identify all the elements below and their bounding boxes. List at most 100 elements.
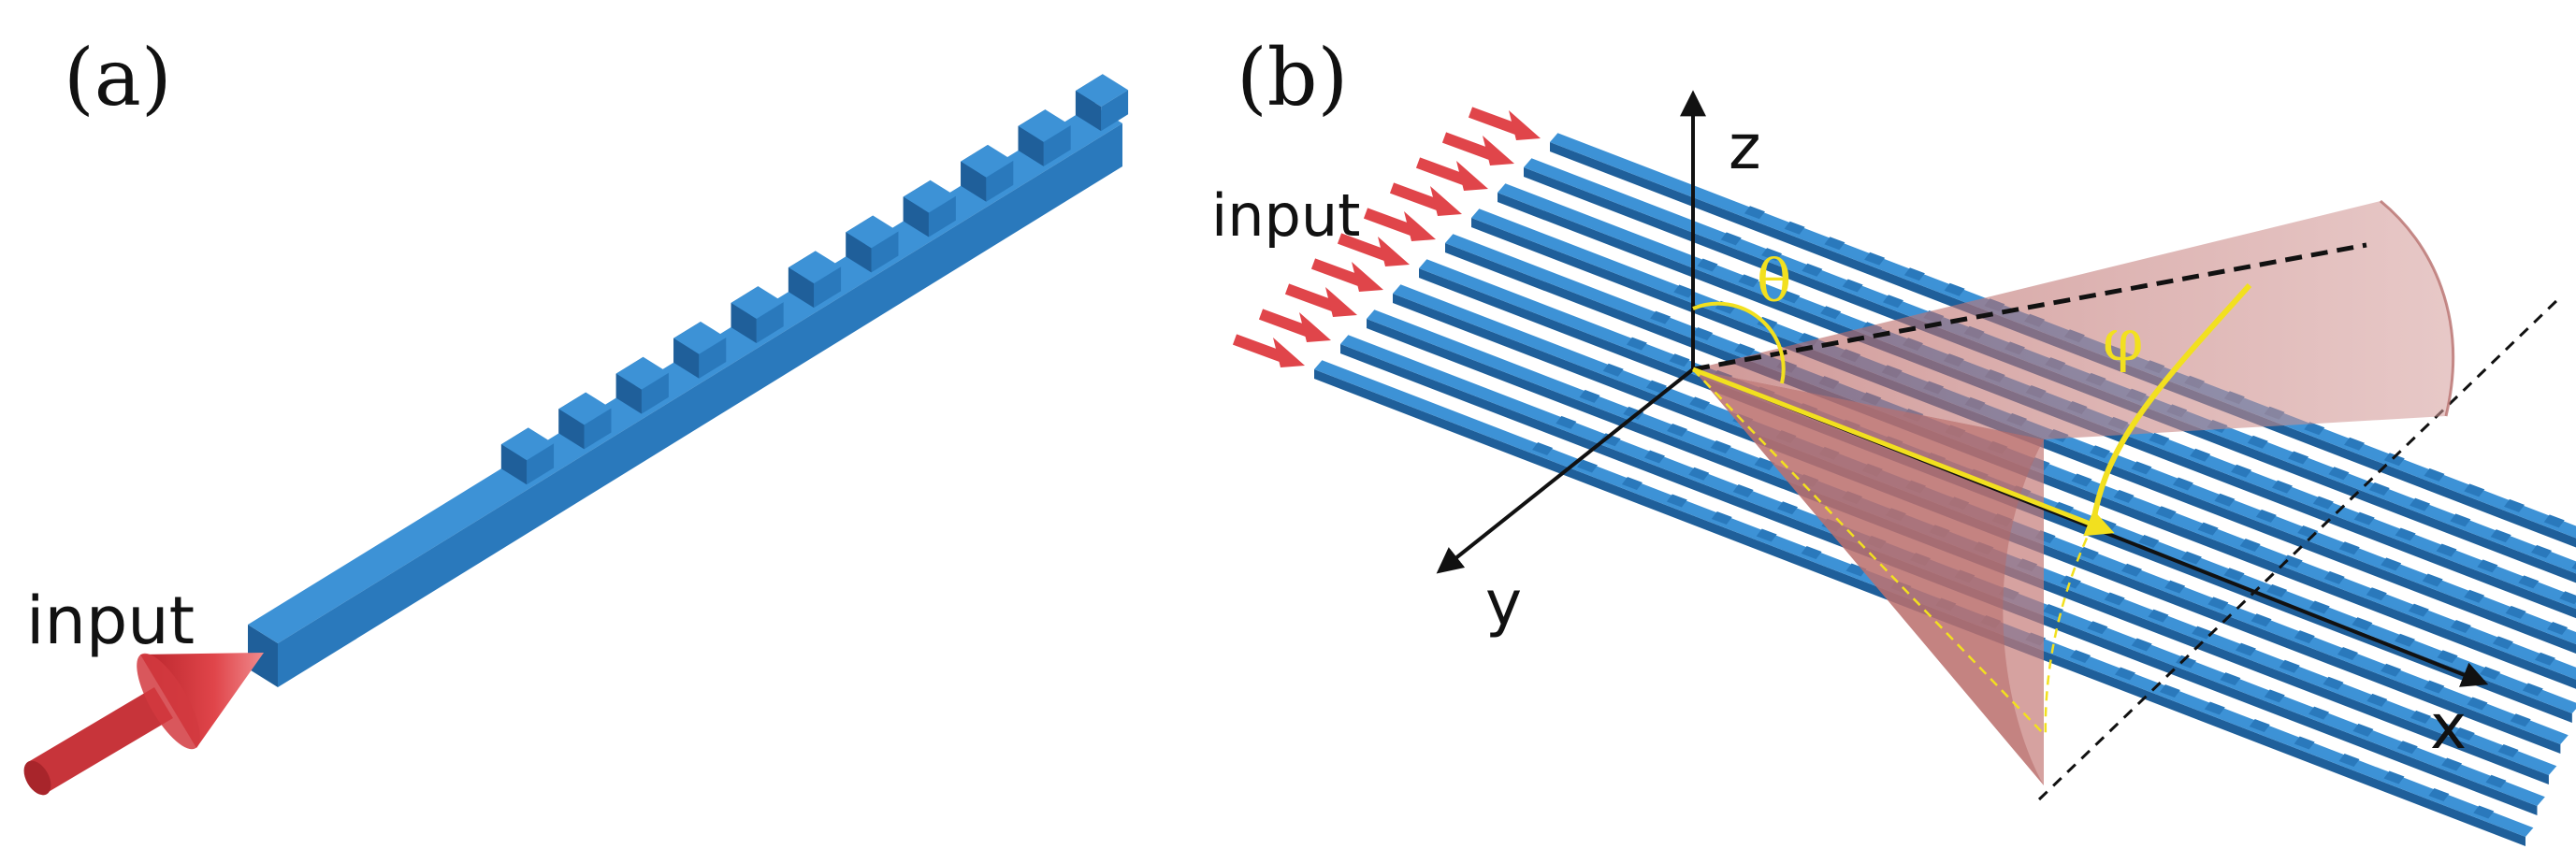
array-grating-tooth (2281, 554, 2303, 568)
array-grating-tooth (1824, 237, 1845, 251)
array-grating-tooth (2192, 626, 2213, 640)
array-grating-tooth (2505, 605, 2526, 619)
grating-tooth-front (871, 231, 899, 273)
phi-label: φ (2103, 306, 2143, 374)
array-grating-tooth (2207, 597, 2229, 611)
array-grating-tooth (2231, 464, 2252, 478)
input-arrows (1232, 107, 1541, 367)
array-grating-tooth (1579, 389, 1600, 403)
panel-b: (b) input z y x (1211, 32, 2576, 846)
array-grating-tooth (2543, 514, 2565, 528)
grating-tooth-front (527, 443, 555, 485)
array-grating-tooth (1845, 563, 1867, 577)
array-grating-tooth (1864, 252, 1886, 266)
grating-tooth-end (788, 267, 815, 309)
array-grating-tooth (2120, 563, 2142, 577)
angle-annotations: θ φ (1692, 247, 2252, 740)
array-grating-tooth (2304, 422, 2325, 436)
grating-tooth-top (961, 144, 1014, 178)
guide-line-right (2037, 297, 2560, 801)
single-waveguide (248, 74, 1129, 687)
grating-tooth-top (788, 251, 842, 284)
beam-direction-line (1692, 242, 2367, 372)
projection-arrow (1692, 367, 2115, 537)
array-grating-tooth (1697, 258, 1718, 272)
array-grating-tooth (2308, 600, 2330, 614)
array-grating-tooth (2352, 617, 2373, 631)
grating-tooth-top (1075, 74, 1129, 108)
phi-arc (2091, 282, 2252, 525)
array-grating-tooth (1944, 282, 1965, 296)
array-grating-tooth (2204, 701, 2225, 715)
array-grating-tooth (2410, 710, 2432, 724)
array-grating-tooth (2312, 496, 2334, 510)
array-grating-tooth (1801, 546, 1822, 559)
array-grating-tooth (2383, 770, 2405, 784)
array-grating-tooth (2131, 638, 2152, 652)
array-grating-tooth (2547, 622, 2569, 636)
array-grating-tooth (2104, 592, 2125, 606)
array-grating-tooth (2328, 467, 2350, 481)
array-grating-tooth (2197, 522, 2219, 536)
array-grating-tooth (2473, 805, 2495, 819)
grating-tooth-end (903, 196, 929, 237)
grating-tooth-end (1075, 91, 1102, 132)
array-grating-tooth (2266, 583, 2288, 597)
array-grating-tooth (1599, 433, 1621, 447)
array-grating-tooth (2148, 609, 2169, 623)
array-grating-tooth (2424, 680, 2445, 694)
array-grating-tooth (1711, 511, 1732, 525)
array-grating-tooth (2323, 676, 2344, 690)
red-arrow-icon (23, 653, 264, 796)
array-grating-tooth (1820, 306, 1842, 320)
array-grating-tooth (2352, 723, 2374, 737)
array-grating-tooth (1842, 279, 1863, 293)
array-grating-tooth (2395, 527, 2416, 541)
array-grating-tooth (2467, 697, 2488, 711)
input-label-b: input (1211, 181, 1360, 250)
array-grating-tooth (2366, 693, 2388, 707)
array-grating-tooth (2308, 706, 2330, 720)
red-arrow-icon (1325, 287, 1357, 317)
grating-tooth-top (558, 392, 612, 425)
y-axis (1436, 367, 1695, 574)
array-grating-tooth (2176, 655, 2197, 669)
array-grating-tooth (1720, 232, 1742, 246)
array-grating-tooth (1643, 450, 1665, 464)
array-grating-tooth (2338, 541, 2360, 555)
array-grating-tooth (2410, 497, 2431, 511)
array-grating-tooth (2510, 713, 2531, 727)
array-grating-tooth (1688, 467, 1710, 481)
array-grating-tooth (1602, 363, 1624, 377)
grating-tooth-top (1018, 109, 1071, 142)
grating-tooth-top (731, 286, 784, 319)
red-arrow-icon (1483, 136, 1514, 165)
grating-tooth-top (846, 215, 899, 249)
panel-a: (a) input (23, 32, 1129, 796)
array-grating-tooth (2422, 573, 2443, 587)
waveguide-end-face (248, 625, 278, 687)
array-grating-tooth (2383, 453, 2405, 467)
array-grating-tooth (1692, 326, 1714, 340)
grating-tooth-front (699, 337, 727, 379)
grating-tooth-front (641, 372, 669, 414)
array-grating-tooth (2155, 506, 2177, 520)
waveguide-side-face (278, 123, 1122, 687)
red-arrow-icon (1273, 338, 1305, 367)
array-grating-tooth (2503, 498, 2525, 512)
theta-arc (1692, 301, 1786, 384)
red-arrow-icon (1378, 237, 1410, 266)
grating-tooth-front (986, 160, 1014, 202)
grating-tooth-front (1101, 90, 1129, 132)
array-grating-tooth (2559, 591, 2576, 605)
red-arrow-icon (1404, 211, 1436, 241)
array-grating-tooth (1645, 380, 1667, 394)
array-grating-tooth (2492, 636, 2513, 650)
array-grating-tooth (2164, 580, 2186, 594)
input-label-a: input (26, 583, 195, 659)
array-grating-tooth (2113, 489, 2135, 503)
array-grating-tooth (1882, 295, 1903, 309)
x-axis-label: x (2430, 691, 2467, 763)
grating-tooth-front (584, 408, 612, 450)
array-grating-tooth (2077, 546, 2099, 560)
